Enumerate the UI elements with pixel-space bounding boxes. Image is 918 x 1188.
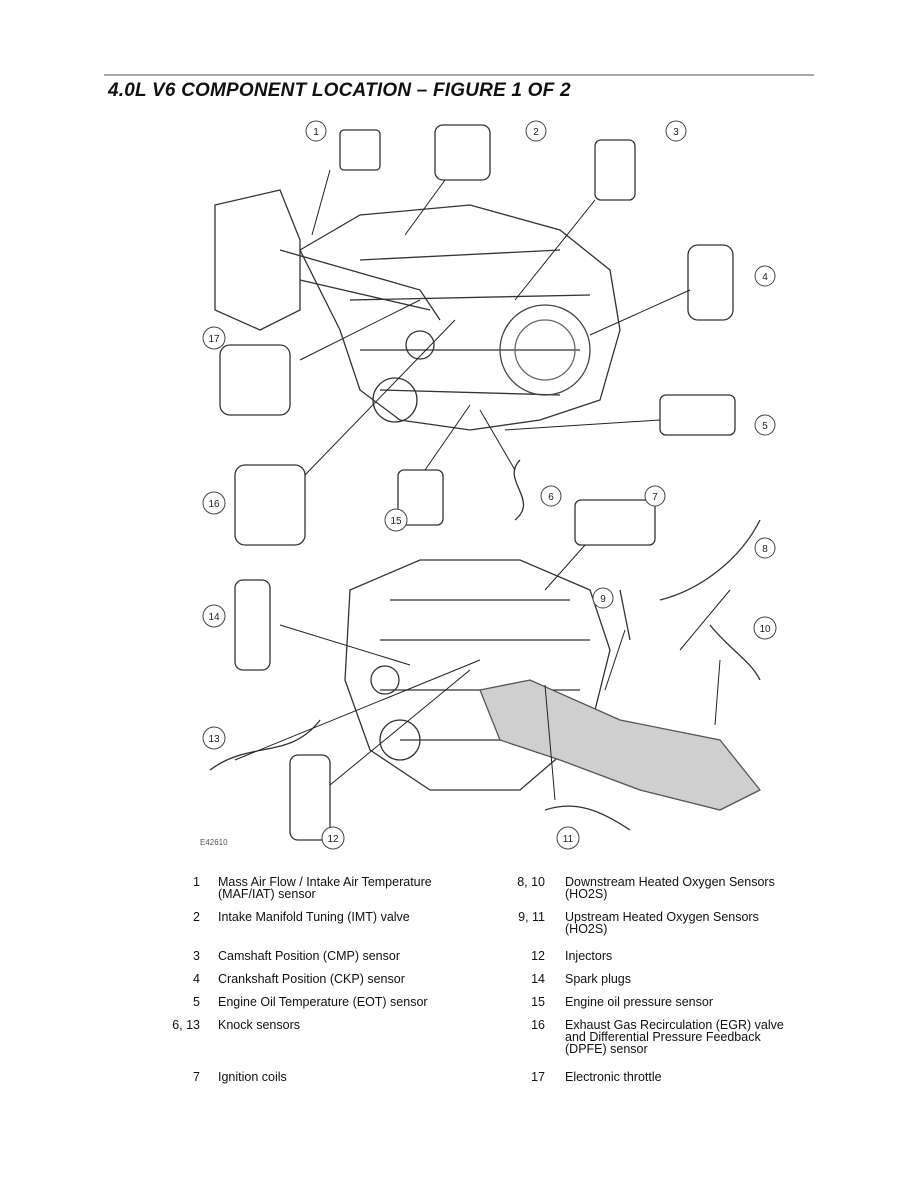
header-rule <box>104 74 814 76</box>
maf-sensor-shape <box>339 129 381 171</box>
svg-text:4: 4 <box>762 272 768 283</box>
svg-text:14: 14 <box>208 612 220 623</box>
callout-5: 5 <box>754 414 776 436</box>
ho2s-10-wire <box>709 624 761 681</box>
component-legend: 1 Mass Air Flow / Intake Air Temperature… <box>172 875 784 1084</box>
svg-text:11: 11 <box>563 834 574 845</box>
ignition-coil-shape <box>574 499 656 546</box>
callout-11: 11 <box>556 826 580 850</box>
egr-valve-shape <box>234 464 306 546</box>
svg-text:13: 13 <box>208 734 220 745</box>
exhaust-pipe <box>479 679 762 811</box>
ho2s-9-wire <box>619 589 631 641</box>
air-intake-box <box>214 189 301 331</box>
svg-text:1: 1 <box>313 127 319 138</box>
svg-text:6: 6 <box>548 492 554 503</box>
imt-valve-shape <box>434 124 491 181</box>
oil-pressure-sensor-shape <box>397 469 444 526</box>
callout-12: 12 <box>321 826 345 850</box>
engine-component-diagram: 1 2 3 4 5 6 7 8 9 10 11 12 13 14 15 16 1… <box>202 120 777 850</box>
svg-text:7: 7 <box>652 492 658 503</box>
svg-text:12: 12 <box>327 834 339 845</box>
eot-sensor-shape <box>659 394 736 436</box>
page-title: 4.0L V6 COMPONENT LOCATION – FIGURE 1 OF… <box>108 80 571 101</box>
svg-text:15: 15 <box>390 516 402 527</box>
svg-text:17: 17 <box>208 334 220 345</box>
figure-id: E42610 <box>200 838 228 847</box>
callout-2: 2 <box>525 120 547 142</box>
cmp-sensor-shape <box>594 139 636 201</box>
callout-9: 9 <box>592 587 614 609</box>
svg-text:2: 2 <box>533 127 539 138</box>
spark-plug-shape <box>234 579 271 671</box>
svg-text:8: 8 <box>762 544 768 555</box>
callout-16: 16 <box>202 491 226 515</box>
svg-text:3: 3 <box>673 127 679 138</box>
svg-text:5: 5 <box>762 421 768 432</box>
ckp-sensor-shape <box>687 244 734 321</box>
ho2s-8-wire <box>659 519 761 601</box>
callout-6: 6 <box>540 485 562 507</box>
svg-text:9: 9 <box>600 594 606 605</box>
svg-text:10: 10 <box>759 624 771 635</box>
ho2s-11-wire <box>544 805 631 831</box>
callout-4: 4 <box>754 265 776 287</box>
throttle-shape <box>219 344 291 416</box>
callout-14: 14 <box>202 604 226 628</box>
svg-text:16: 16 <box>208 499 220 510</box>
callout-1: 1 <box>305 120 327 142</box>
callout-10: 10 <box>753 616 777 640</box>
callout-8: 8 <box>754 537 776 559</box>
callout-7: 7 <box>644 485 666 507</box>
callout-3: 3 <box>665 120 687 142</box>
callout-17: 17 <box>202 326 226 350</box>
callout-15: 15 <box>384 508 408 532</box>
knock-sensor-6-wire <box>513 459 525 521</box>
upper-engine-block <box>299 204 621 431</box>
injector-shape <box>289 754 331 841</box>
knock-sensor-13-wire <box>209 719 321 771</box>
callout-13: 13 <box>202 726 226 750</box>
